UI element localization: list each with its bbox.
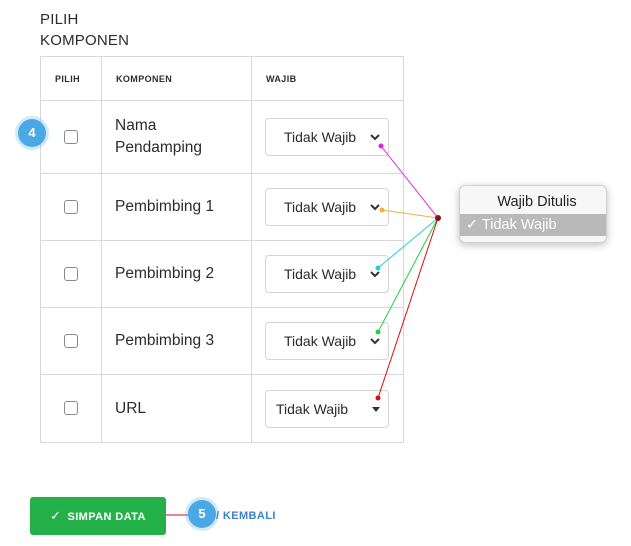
check-icon: ✓ [50, 508, 62, 523]
section-title-line2: KOMPONEN [40, 32, 130, 49]
component-name: URL [101, 374, 252, 443]
pilih-cell [40, 240, 102, 308]
component-name-line1: Nama [115, 117, 157, 134]
wajib-select-value: Tidak Wajib [284, 199, 357, 215]
wajib-select[interactable]: Tidak Wajib [265, 255, 389, 293]
pilih-cell [40, 173, 102, 241]
pilih-cell [40, 100, 102, 174]
wajib-select[interactable]: Tidak Wajib [265, 118, 389, 156]
wajib-dropdown-menu: Wajib Ditulis ✓ Tidak Wajib [459, 185, 607, 243]
table-row: Nama Pendamping Tidak Wajib [40, 100, 404, 174]
dropdown-option-tidak-wajib[interactable]: ✓ Tidak Wajib [460, 214, 606, 236]
save-button[interactable]: ✓ SIMPAN DATA [30, 497, 166, 535]
wajib-select[interactable]: Tidak Wajib [265, 188, 389, 226]
wajib-select-value: Tidak Wajib [284, 266, 357, 282]
select-checkbox[interactable] [64, 199, 78, 214]
dropdown-option-wajib-ditulis[interactable]: Wajib Ditulis [497, 194, 577, 210]
wajib-select[interactable]: Tidak Wajib [265, 389, 389, 428]
wajib-select-value: Tidak Wajib [284, 333, 357, 349]
annotation-line-orange [381, 209, 439, 219]
annotation-line-green [377, 217, 439, 333]
annotation-dot-red [375, 395, 381, 401]
annotation-dot-orange [379, 207, 385, 213]
chevron-down-icon [370, 134, 380, 141]
table-row: Pembimbing 2 Tidak Wajib [40, 240, 404, 308]
component-name: Nama Pendamping [101, 100, 252, 174]
table-row: URL Tidak Wajib [40, 374, 404, 443]
chevron-down-icon [370, 271, 380, 278]
wajib-select[interactable]: Tidak Wajib [265, 322, 389, 360]
save-button-label: SIMPAN DATA [67, 511, 146, 523]
table-row: Pembimbing 3 Tidak Wajib [40, 307, 404, 375]
annotation-line-red [377, 217, 439, 399]
component-name: Pembimbing 3 [101, 307, 252, 375]
component-name-line2: Pendamping [115, 139, 203, 156]
annotation-badge-4: 4 [18, 119, 46, 147]
wajib-cell: Tidak Wajib [251, 173, 404, 241]
section-title: PILIH KOMPONEN [40, 9, 129, 51]
annotation-badge-5: 5 [188, 500, 216, 528]
component-name: Pembimbing 2 [101, 240, 252, 308]
annotation-line-cyan [377, 217, 439, 269]
select-checkbox[interactable] [64, 333, 78, 348]
component-table: PILIH KOMPONEN WAJIB Nama Pendamping Tid… [40, 56, 404, 443]
annotation-hub-dot [435, 215, 441, 221]
wajib-cell: Tidak Wajib [251, 307, 404, 375]
section-title-line1: PILIH [40, 11, 79, 28]
select-checkbox[interactable] [64, 129, 78, 144]
annotation-dot-green [375, 329, 381, 335]
chevron-down-icon [370, 204, 380, 211]
caret-down-icon [372, 406, 380, 412]
wajib-cell: Tidak Wajib [251, 100, 404, 174]
header-komponen: KOMPONEN [101, 56, 252, 101]
back-link[interactable]: / KEMBALI [216, 510, 276, 522]
header-pilih: PILIH [40, 56, 102, 101]
wajib-cell: Tidak Wajib [251, 240, 404, 308]
wajib-select-value: Tidak Wajib [276, 400, 349, 417]
select-checkbox[interactable] [64, 266, 78, 281]
select-checkbox[interactable] [64, 401, 78, 416]
annotation-line-magenta [380, 145, 439, 219]
wajib-cell: Tidak Wajib [251, 374, 404, 443]
pilih-cell [40, 374, 102, 443]
component-name: Pembimbing 1 [101, 173, 252, 241]
table-row: Pembimbing 1 Tidak Wajib [40, 173, 404, 241]
annotation-dot-cyan [375, 265, 381, 271]
wajib-select-value: Tidak Wajib [284, 129, 357, 145]
annotation-dot-magenta [378, 143, 384, 149]
chevron-down-icon [370, 338, 380, 345]
